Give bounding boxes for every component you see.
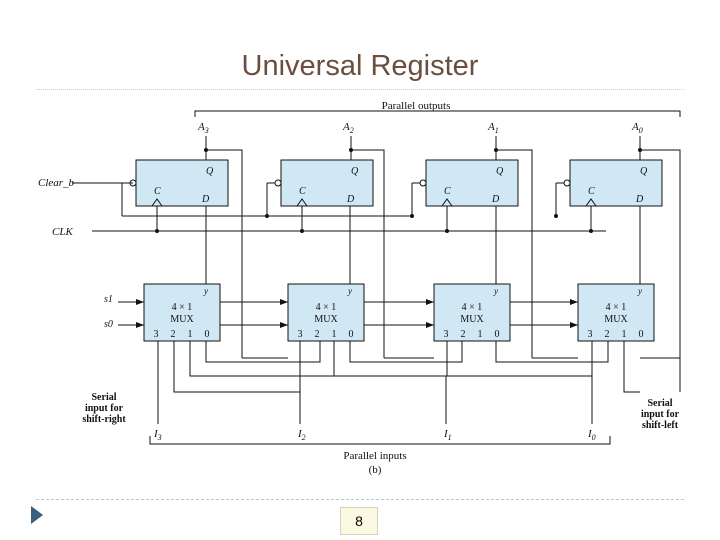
clock-triangle [151, 198, 163, 207]
mux-line2: MUX [170, 314, 194, 325]
title-divider [36, 89, 684, 90]
output-label-0: A3 [197, 121, 209, 135]
ff-d-label: D [201, 194, 210, 205]
wire [640, 357, 681, 392]
output-label-2: A1 [487, 121, 499, 135]
ff-d-label: D [635, 194, 644, 205]
ff-q-label: Q [640, 166, 648, 177]
wire [623, 341, 640, 393]
serial-right-label-2: input for [85, 403, 124, 414]
ff-c-label: C [299, 186, 306, 197]
clear-label: Clear_b [38, 177, 75, 189]
triangle-right-icon[interactable] [30, 505, 44, 525]
input-label-2: I1 [443, 428, 452, 442]
mux-input-label: 3 [444, 329, 449, 340]
inputs-bracket [149, 436, 611, 445]
outputs-bracket [194, 110, 681, 117]
mux-y-label: y [203, 286, 208, 296]
mux-2 [433, 283, 511, 342]
serial-right-label-1: Serial [92, 392, 117, 403]
mux-input-label: 0 [349, 329, 354, 340]
ff-c-label: C [444, 186, 451, 197]
flip-flop-3 [569, 159, 663, 207]
wire [496, 149, 533, 358]
flip-flop-0 [135, 159, 229, 207]
diagram-caption: (b) [369, 464, 382, 476]
ff-c-label: C [154, 186, 161, 197]
input-label-0: I3 [153, 428, 162, 442]
output-label-1: A2 [342, 121, 354, 135]
clock-triangle [441, 198, 453, 207]
s0-label: s0 [104, 319, 113, 330]
wire [205, 341, 321, 363]
output-label-3: A0 [631, 121, 643, 135]
mux-input-label: 1 [188, 329, 193, 340]
input-label-1: I2 [297, 428, 306, 442]
clock-triangle [585, 198, 597, 207]
wire [495, 341, 609, 363]
mux-y-label: y [637, 286, 642, 296]
flip-flop-2 [425, 159, 519, 207]
mux-line2: MUX [314, 314, 338, 325]
mux-line1: 4 × 1 [172, 302, 193, 313]
mux-input-label: 3 [154, 329, 159, 340]
mux-input-label: 1 [478, 329, 483, 340]
mux-input-label: 0 [495, 329, 500, 340]
mux-input-label: 3 [298, 329, 303, 340]
mux-y-label: y [347, 286, 352, 296]
slide-title: Universal Register [241, 50, 479, 82]
wire [333, 341, 593, 377]
mux-input-label: 1 [332, 329, 337, 340]
s1-label: s1 [104, 294, 113, 305]
ff-d-label: D [346, 194, 355, 205]
ff-q-label: Q [351, 166, 359, 177]
parallel-outputs-label: Parallel outputs [382, 100, 451, 112]
parallel-inputs-label: Parallel inputs [343, 450, 406, 462]
mux-input-label: 3 [588, 329, 593, 340]
mux-1 [287, 283, 365, 342]
mux-line1: 4 × 1 [606, 302, 627, 313]
wire [189, 341, 448, 377]
ff-q-label: Q [206, 166, 214, 177]
clear-bubble [563, 179, 571, 187]
ff-d-label: D [491, 194, 500, 205]
footer-divider [36, 499, 684, 500]
mux-0 [143, 283, 221, 342]
serial-left-label-2: input for [641, 409, 680, 420]
wire [349, 341, 463, 363]
ff-q-label: Q [496, 166, 504, 177]
flip-flop-1 [280, 159, 374, 207]
serial-left-label-3: shift-left [642, 420, 679, 431]
page-number: 8 [340, 507, 378, 535]
mux-input-label: 2 [315, 329, 320, 340]
mux-line2: MUX [460, 314, 484, 325]
wire [641, 149, 681, 358]
wire [173, 341, 300, 393]
clear-bubble [419, 179, 427, 187]
ff-c-label: C [588, 186, 595, 197]
input-label-3: I0 [587, 428, 596, 442]
wire [206, 149, 243, 358]
mux-line1: 4 × 1 [316, 302, 337, 313]
serial-left-label-1: Serial [648, 398, 673, 409]
wire [351, 149, 385, 358]
mux-input-label: 0 [639, 329, 644, 340]
mux-3 [577, 283, 655, 342]
mux-line2: MUX [604, 314, 628, 325]
clear-bubble [274, 179, 282, 187]
mux-line1: 4 × 1 [462, 302, 483, 313]
serial-right-label-3: shift-right [82, 414, 126, 425]
mux-input-label: 2 [171, 329, 176, 340]
mux-input-label: 1 [622, 329, 627, 340]
clock-triangle [296, 198, 308, 207]
mux-input-label: 0 [205, 329, 210, 340]
clk-label: CLK [52, 226, 73, 238]
mux-y-label: y [493, 286, 498, 296]
mux-input-label: 2 [461, 329, 466, 340]
mux-input-label: 2 [605, 329, 610, 340]
